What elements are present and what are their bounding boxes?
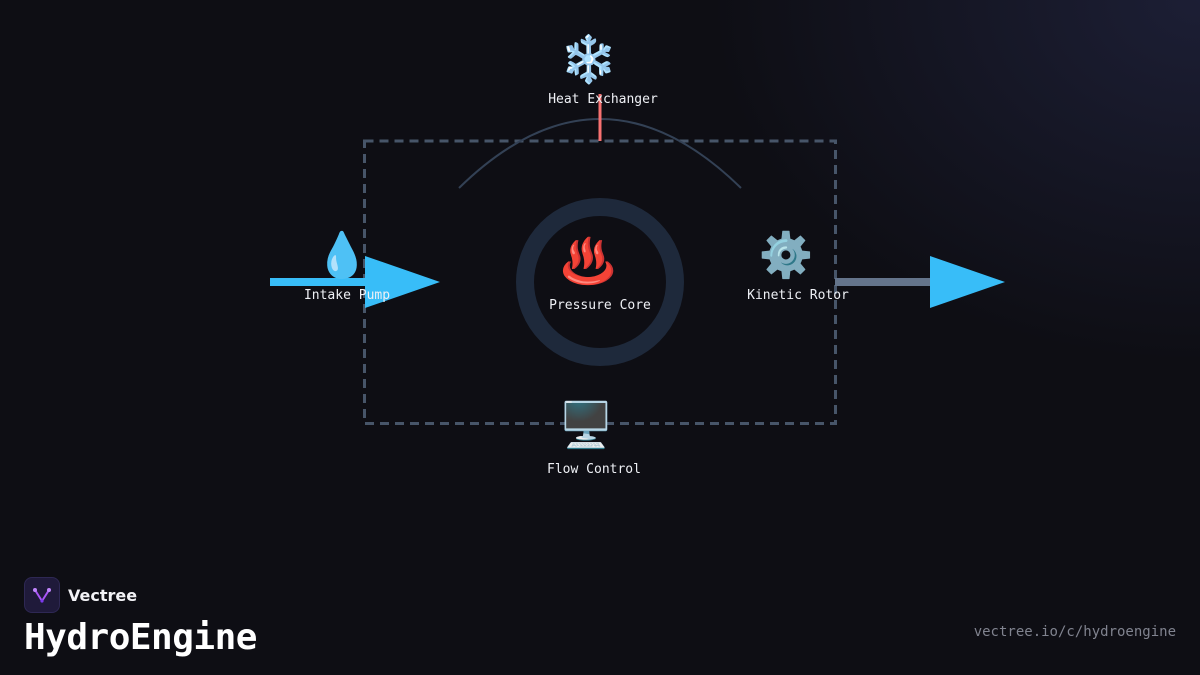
company-name: Vectree — [68, 585, 138, 605]
node-heat-exchanger[interactable]: ❄️ Heat Exchanger — [538, 36, 668, 107]
node-label: Pressure Core — [549, 298, 651, 313]
product-title: HydroEngine — [24, 617, 257, 658]
snowflake-icon: ❄️ — [560, 32, 618, 86]
node-label: Flow Control — [547, 462, 641, 477]
product-url[interactable]: vectree.io/c/hydroengine — [973, 624, 1176, 640]
inflow-arrowhead — [365, 256, 440, 308]
gear-icon: ⚙️ — [758, 230, 814, 281]
hot-springs-icon: ♨️ — [560, 236, 616, 287]
outflow-arrowhead — [930, 256, 1005, 308]
node-intake-pump[interactable]: 💧 Intake Pump — [292, 234, 402, 304]
node-label: Intake Pump — [303, 288, 391, 303]
vectree-logo-icon[interactable] — [24, 577, 60, 613]
node-label: Kinetic Rotor — [747, 288, 849, 303]
node-label: Heat Exchanger — [548, 92, 658, 107]
monitor-icon: 🖥️ — [558, 400, 614, 451]
node-flow-control[interactable]: 🖥️ Flow Control — [536, 404, 652, 478]
branding: Vectree HydroEngine — [24, 577, 257, 658]
node-kinetic-rotor[interactable]: ⚙️ Kinetic Rotor — [740, 234, 856, 304]
node-pressure-core[interactable]: ♨️ Pressure Core — [540, 240, 660, 314]
core-ring — [516, 198, 684, 366]
droplet-icon: 💧 — [314, 230, 370, 281]
